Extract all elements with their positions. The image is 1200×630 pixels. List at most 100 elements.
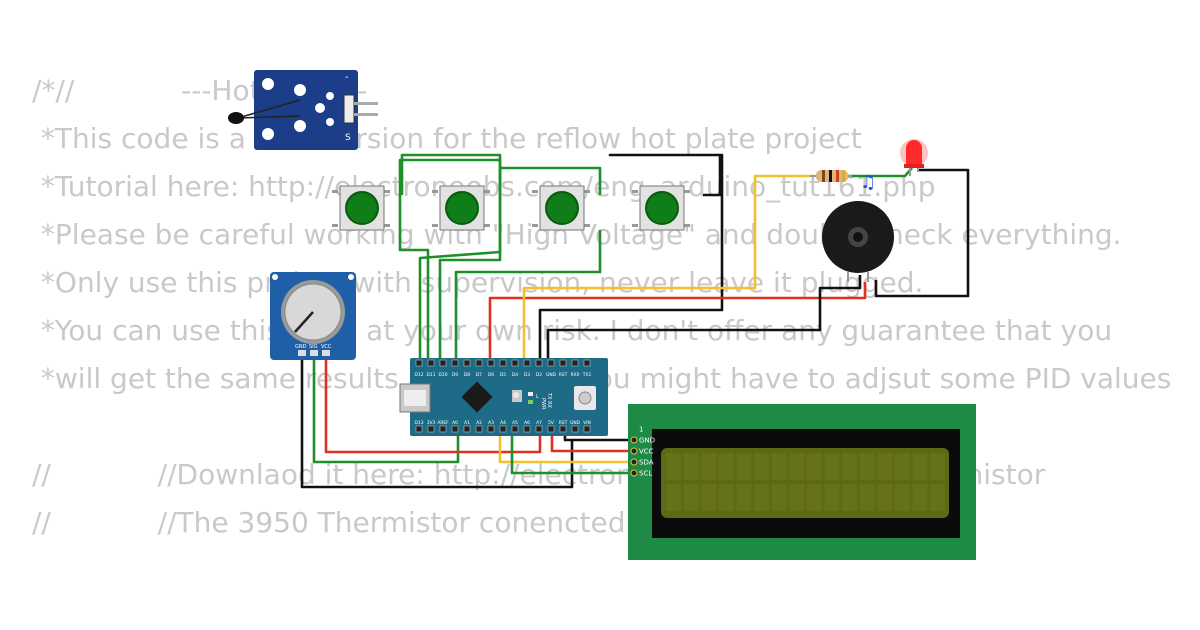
- pushbutton-1[interactable]: [332, 185, 390, 231]
- lcd-pin[interactable]: [630, 436, 638, 444]
- wire-led-gnd[interactable]: [874, 168, 970, 298]
- nano-top-pin[interactable]: [475, 359, 483, 367]
- nano-top-pin[interactable]: [535, 359, 543, 367]
- nano-top-pin[interactable]: [511, 359, 519, 367]
- potentiometer-module[interactable]: [270, 272, 356, 360]
- nano-top-pin[interactable]: [415, 359, 423, 367]
- nano-top-pin[interactable]: [547, 359, 555, 367]
- nano-chip: [461, 381, 493, 413]
- led-red[interactable]: [900, 139, 928, 176]
- pot-knob-indicator[interactable]: [294, 311, 314, 333]
- lcd-pin-label: 1: [639, 426, 643, 434]
- wire-pot-vcc[interactable]: [324, 355, 542, 454]
- nano-bottom-pin[interactable]: [511, 425, 519, 433]
- wire-pot-sig[interactable]: [312, 355, 460, 464]
- nano-top-pin-label: D7: [476, 372, 482, 378]
- lcd-pin-label: SDA: [639, 459, 654, 467]
- wire-lcd-vcc[interactable]: [550, 432, 635, 453]
- nano-bottom-pin[interactable]: [439, 425, 447, 433]
- pot-pin-sig: SIG: [309, 344, 318, 350]
- nano-top-pin-label: RST: [559, 372, 568, 378]
- nano-top-pin-label: RX0: [571, 372, 580, 378]
- lcd-cell: [754, 484, 769, 511]
- code-line: *Please be careful working with "High Vo…: [32, 218, 1122, 251]
- nano-top-pin[interactable]: [487, 359, 495, 367]
- nano-bottom-pin[interactable]: [583, 425, 591, 433]
- lcd-cell: [824, 484, 840, 511]
- nano-bottom-pin-label: VIN: [583, 420, 591, 426]
- lcd-cell: [894, 484, 910, 511]
- pot-pin-gnd: GND: [295, 344, 307, 350]
- nano-top-pin[interactable]: [463, 359, 471, 367]
- nano-bottom-pin[interactable]: [499, 425, 507, 433]
- nano-bottom-pin[interactable]: [559, 425, 567, 433]
- lcd-pin[interactable]: [630, 469, 638, 477]
- lcd-pin-label: SCL: [639, 470, 652, 478]
- lcd-cell: [718, 484, 734, 511]
- nano-bottom-pin[interactable]: [571, 425, 579, 433]
- wire-led-signal[interactable]: [522, 174, 815, 362]
- nano-bottom-pin[interactable]: [547, 425, 555, 433]
- nano-top-pin[interactable]: [499, 359, 507, 367]
- nano-top-pin[interactable]: [523, 359, 531, 367]
- wire-button3[interactable]: [438, 166, 602, 360]
- nano-top-pin[interactable]: [583, 359, 591, 367]
- lcd-pin[interactable]: [630, 447, 638, 455]
- lcd-cell: [701, 484, 717, 511]
- wire-button2[interactable]: [398, 158, 502, 360]
- nano-bottom-pin[interactable]: [475, 425, 483, 433]
- nano-top-pin-label: D4: [512, 372, 518, 378]
- thermistor-module[interactable]: [228, 70, 378, 150]
- nano-top-pin[interactable]: [439, 359, 447, 367]
- buzzer[interactable]: [822, 201, 894, 282]
- nano-top-pin-label: D9: [452, 372, 458, 378]
- resistor[interactable]: [810, 170, 852, 182]
- lcd-cell: [930, 484, 945, 511]
- lcd-character-cells: [666, 453, 945, 511]
- nano-bottom-pin-label: D13: [415, 420, 424, 426]
- nano-bottom-pin[interactable]: [415, 425, 423, 433]
- nano-top-pin[interactable]: [451, 359, 459, 367]
- nano-top-pin-label: D12: [415, 372, 424, 378]
- nano-bottom-pin[interactable]: [451, 425, 459, 433]
- nano-bottom-pin[interactable]: [535, 425, 543, 433]
- lcd-cell: [771, 453, 787, 480]
- thermistor-pin-s: S: [345, 133, 351, 143]
- nano-label-l: L: [536, 394, 539, 400]
- wire-vcc-top[interactable]: [488, 282, 867, 362]
- nano-top-pin[interactable]: [559, 359, 567, 367]
- wire-lcd-scl[interactable]: [510, 432, 635, 475]
- pushbutton-4[interactable]: [632, 185, 690, 231]
- nano-top-pin-label: D2: [536, 372, 542, 378]
- lcd-cell: [912, 453, 928, 480]
- nano-bottom-pin[interactable]: [427, 425, 435, 433]
- wire-buzzer-gnd[interactable]: [546, 275, 862, 362]
- lcd-cell: [754, 453, 769, 480]
- wire-lcd-sda[interactable]: [498, 432, 635, 464]
- nano-bottom-pin[interactable]: [463, 425, 471, 433]
- pot-pin-vcc: VCC: [321, 344, 332, 350]
- music-note-icon: ♫: [860, 172, 876, 193]
- lcd-cell: [683, 453, 699, 480]
- wire-resistor-led[interactable]: [848, 167, 913, 178]
- wire-gnd-buttons[interactable]: [538, 153, 724, 362]
- nano-bottom-pin-label: 3V3: [427, 420, 436, 426]
- nano-bottom-pin-label: A0: [452, 420, 458, 426]
- nano-bottom-pin-label: A6: [524, 420, 530, 426]
- nano-bottom-pin-label: A2: [476, 420, 482, 426]
- nano-top-pin[interactable]: [427, 359, 435, 367]
- lcd-cell: [789, 453, 805, 480]
- wire-pot-gnd[interactable]: [300, 355, 574, 489]
- nano-bottom-pin[interactable]: [523, 425, 531, 433]
- wire-button4[interactable]: [454, 230, 602, 360]
- pushbutton-2[interactable]: [432, 185, 490, 231]
- pushbutton-3[interactable]: [532, 185, 590, 231]
- nano-bottom-pin-label: RST: [559, 420, 568, 426]
- nano-top-pin[interactable]: [571, 359, 579, 367]
- lcd-cell: [736, 453, 752, 480]
- lcd-pin[interactable]: [630, 458, 638, 466]
- nano-bottom-pin[interactable]: [487, 425, 495, 433]
